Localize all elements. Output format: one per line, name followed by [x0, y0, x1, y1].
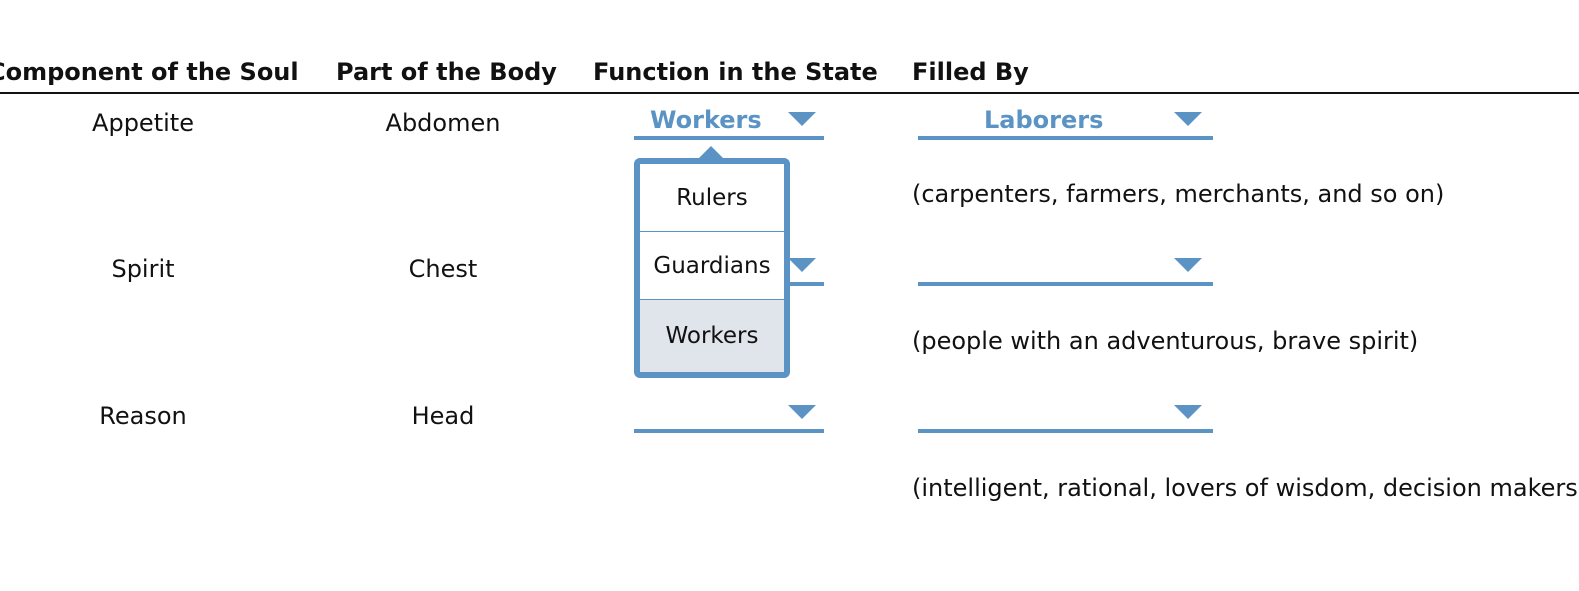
row-reason-description: (intelligent, rational, lovers of wisdom… [912, 474, 1579, 502]
row-spirit-component: Spirit [111, 255, 175, 283]
option-guardians[interactable]: Guardians [640, 232, 784, 300]
header-filled-by: Filled By [912, 58, 1029, 86]
row-appetite-filled-value: Laborers [984, 106, 1104, 134]
row-appetite-function-dropdown[interactable]: Workers [634, 106, 824, 140]
row-spirit-part: Chest [408, 255, 478, 283]
caret-down-icon [1174, 405, 1202, 419]
row-spirit-filled-dropdown[interactable] [918, 252, 1213, 286]
row-appetite-part: Abdomen [385, 109, 501, 137]
option-rulers[interactable]: Rulers [640, 164, 784, 232]
caret-down-icon [1174, 112, 1202, 126]
header-part-of-body: Part of the Body [336, 58, 557, 86]
row-reason-part: Head [411, 402, 475, 430]
caret-down-icon [788, 405, 816, 419]
row-reason-function-dropdown[interactable] [634, 399, 824, 433]
caret-down-icon [1174, 258, 1202, 272]
function-options-popup: Rulers Guardians Workers [634, 158, 790, 378]
option-workers[interactable]: Workers [640, 300, 784, 372]
header-divider [0, 92, 1579, 94]
row-reason-component: Reason [99, 402, 187, 430]
row-reason-filled-dropdown[interactable] [918, 399, 1213, 433]
caret-down-icon [788, 112, 816, 126]
row-appetite-filled-dropdown[interactable]: Laborers [918, 106, 1213, 140]
row-appetite-component: Appetite [92, 109, 194, 137]
header-component-of-soul: Component of the Soul [0, 58, 299, 86]
row-appetite-description: (carpenters, farmers, merchants, and so … [912, 180, 1445, 208]
caret-up-icon [697, 146, 725, 160]
row-spirit-description: (people with an adventurous, brave spiri… [912, 327, 1419, 355]
row-appetite-function-value: Workers [650, 106, 762, 134]
header-function-in-state: Function in the State [593, 58, 878, 86]
caret-down-icon [788, 258, 816, 272]
